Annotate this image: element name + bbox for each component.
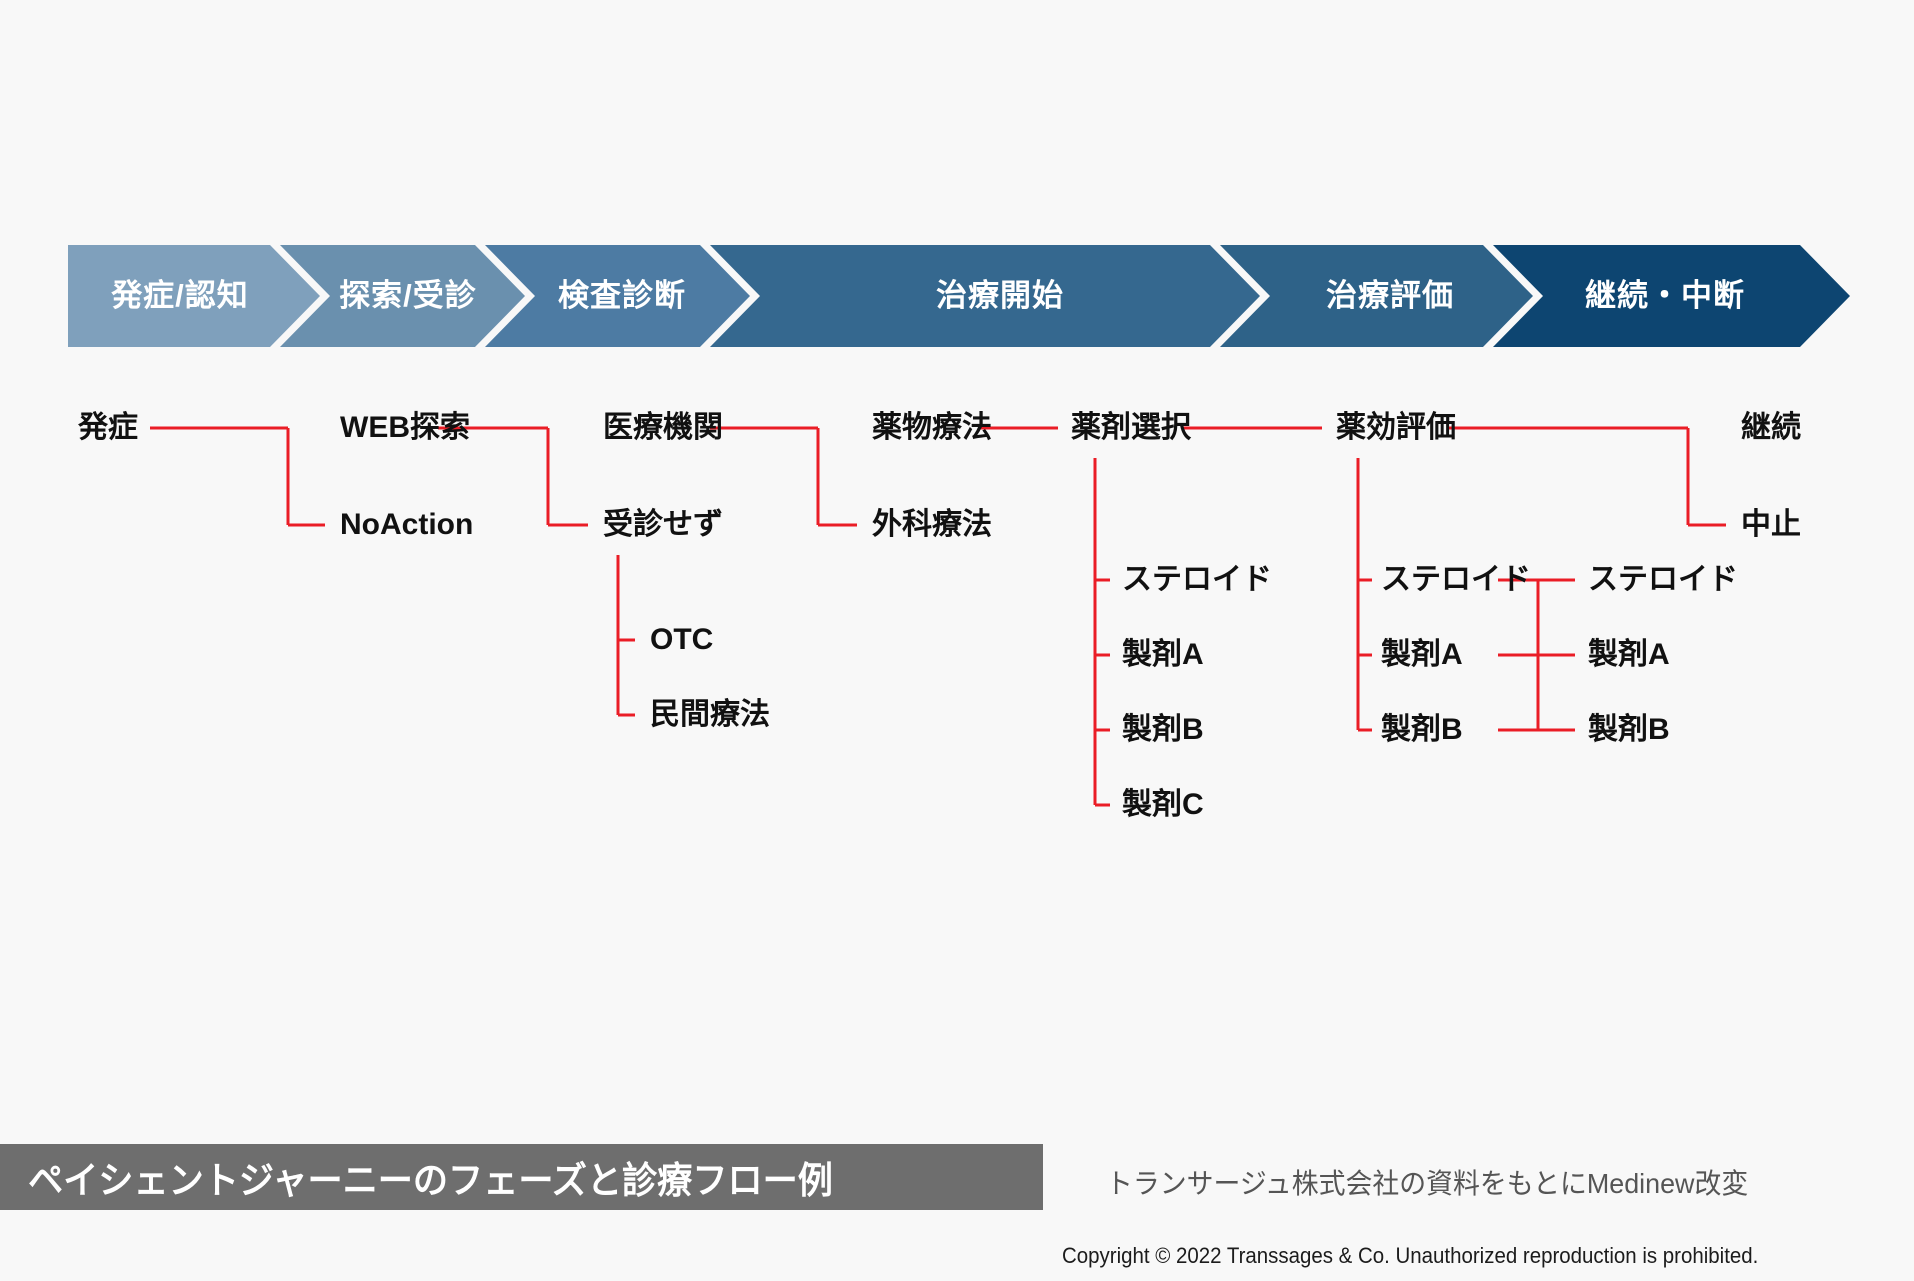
phase-banner-svg: 発症/認知 探索/受診 検査診断 治療開始 治療評価 継続・中断 [68, 245, 1850, 347]
flow-connector-lines [150, 426, 1726, 807]
flow-node-eval-a[interactable]: 製剤A [1381, 638, 1463, 671]
flow-tree: 発症 WEB探索 NoAction 医療機関受診せず OTC 民間療法 薬物療法外科療法 薬剤… [0, 380, 1914, 940]
flow-node-out-a[interactable]: 製剤A [1588, 638, 1670, 671]
flow-node-eval-steroid[interactable]: ステロイド [1381, 563, 1531, 596]
phase-label-3: 検査診断 [558, 278, 686, 313]
flow-node-otc[interactable]: OTC [650, 623, 714, 656]
phase-chevron-group: 発症/認知 探索/受診 検査診断 治療開始 治療評価 継続・中断 [68, 245, 1850, 347]
flow-node-iryo-kikan[interactable]: 医療機関 [603, 411, 723, 444]
caption-title: ペイシェントジャーニーのフェーズと診療フロー例 [28, 1160, 833, 1201]
phase-banner: 発症/認知 探索/受診 検査診断 治療開始 治療評価 継続・中断 [0, 245, 1914, 347]
flow-node-yakubutsu[interactable]: 薬物療法 [872, 411, 992, 444]
phase-chevron-4[interactable] [710, 245, 1260, 347]
phase-chevron-6[interactable] [1493, 245, 1850, 347]
flow-node-geka[interactable]: 外科療法 [872, 508, 992, 541]
flow-node-out-steroid[interactable]: ステロイド [1588, 563, 1738, 596]
flow-node-minkan-ryoho[interactable]: 民間療法 [650, 698, 770, 731]
flow-node-jushin-sezu[interactable]: 受診せず [603, 508, 723, 541]
flow-node-yakuzai[interactable]: 薬剤選択 [1071, 411, 1191, 444]
flow-node-sel-steroid[interactable]: ステロイド [1122, 563, 1272, 596]
flow-node-keizoku[interactable]: 継続 [1741, 411, 1801, 444]
phase-label-5: 治療評価 [1326, 278, 1454, 313]
connector-outcome-bus [1498, 578, 1575, 732]
phase-label-6: 継続・中断 [1585, 278, 1745, 313]
phase-label-1: 発症/認知 [110, 278, 249, 313]
connector-drugsel [1093, 458, 1110, 807]
phase-chevron-5[interactable] [1220, 245, 1533, 347]
phase-chevron-2[interactable] [280, 245, 525, 347]
connector-eval [1356, 458, 1372, 732]
flow-node-eval-b[interactable]: 製剤B [1381, 713, 1463, 746]
attribution-text: トランサージュ株式会社の資料をもとにMedinew改変 [1106, 1168, 1749, 1199]
flow-node-no-action[interactable]: NoAction [340, 508, 474, 541]
connector-search [438, 426, 588, 527]
copyright-text: Copyright © 2022 Transsages & Co. Unauth… [1062, 1243, 1759, 1268]
connector-selfcare [616, 555, 635, 717]
flow-node-sel-a[interactable]: 製剤A [1122, 638, 1204, 671]
phase-chevron-3[interactable] [485, 245, 750, 347]
phase-label-2: 探索/受診 [339, 278, 477, 313]
caption-bar: ペイシェントジャーニーのフェーズと診療フロー例 [0, 1144, 1043, 1210]
flow-node-out-b[interactable]: 製剤B [1588, 713, 1670, 746]
flow-node-sel-c[interactable]: 製剤C [1122, 788, 1204, 821]
connector-onset [150, 426, 325, 527]
flow-node-chushi[interactable]: 中止 [1741, 508, 1801, 541]
flow-node-yakkou[interactable]: 薬効評価 [1336, 411, 1456, 444]
flow-node-hassho[interactable]: 発症 [78, 411, 138, 444]
phase-chevron-1[interactable] [68, 245, 320, 347]
connector-diagnosis [710, 426, 857, 527]
flow-node-web-search[interactable]: WEB探索 [340, 411, 470, 444]
connector-continuation [1448, 426, 1726, 527]
flow-node-sel-b[interactable]: 製剤B [1122, 713, 1204, 746]
phase-label-4: 治療開始 [936, 278, 1064, 313]
